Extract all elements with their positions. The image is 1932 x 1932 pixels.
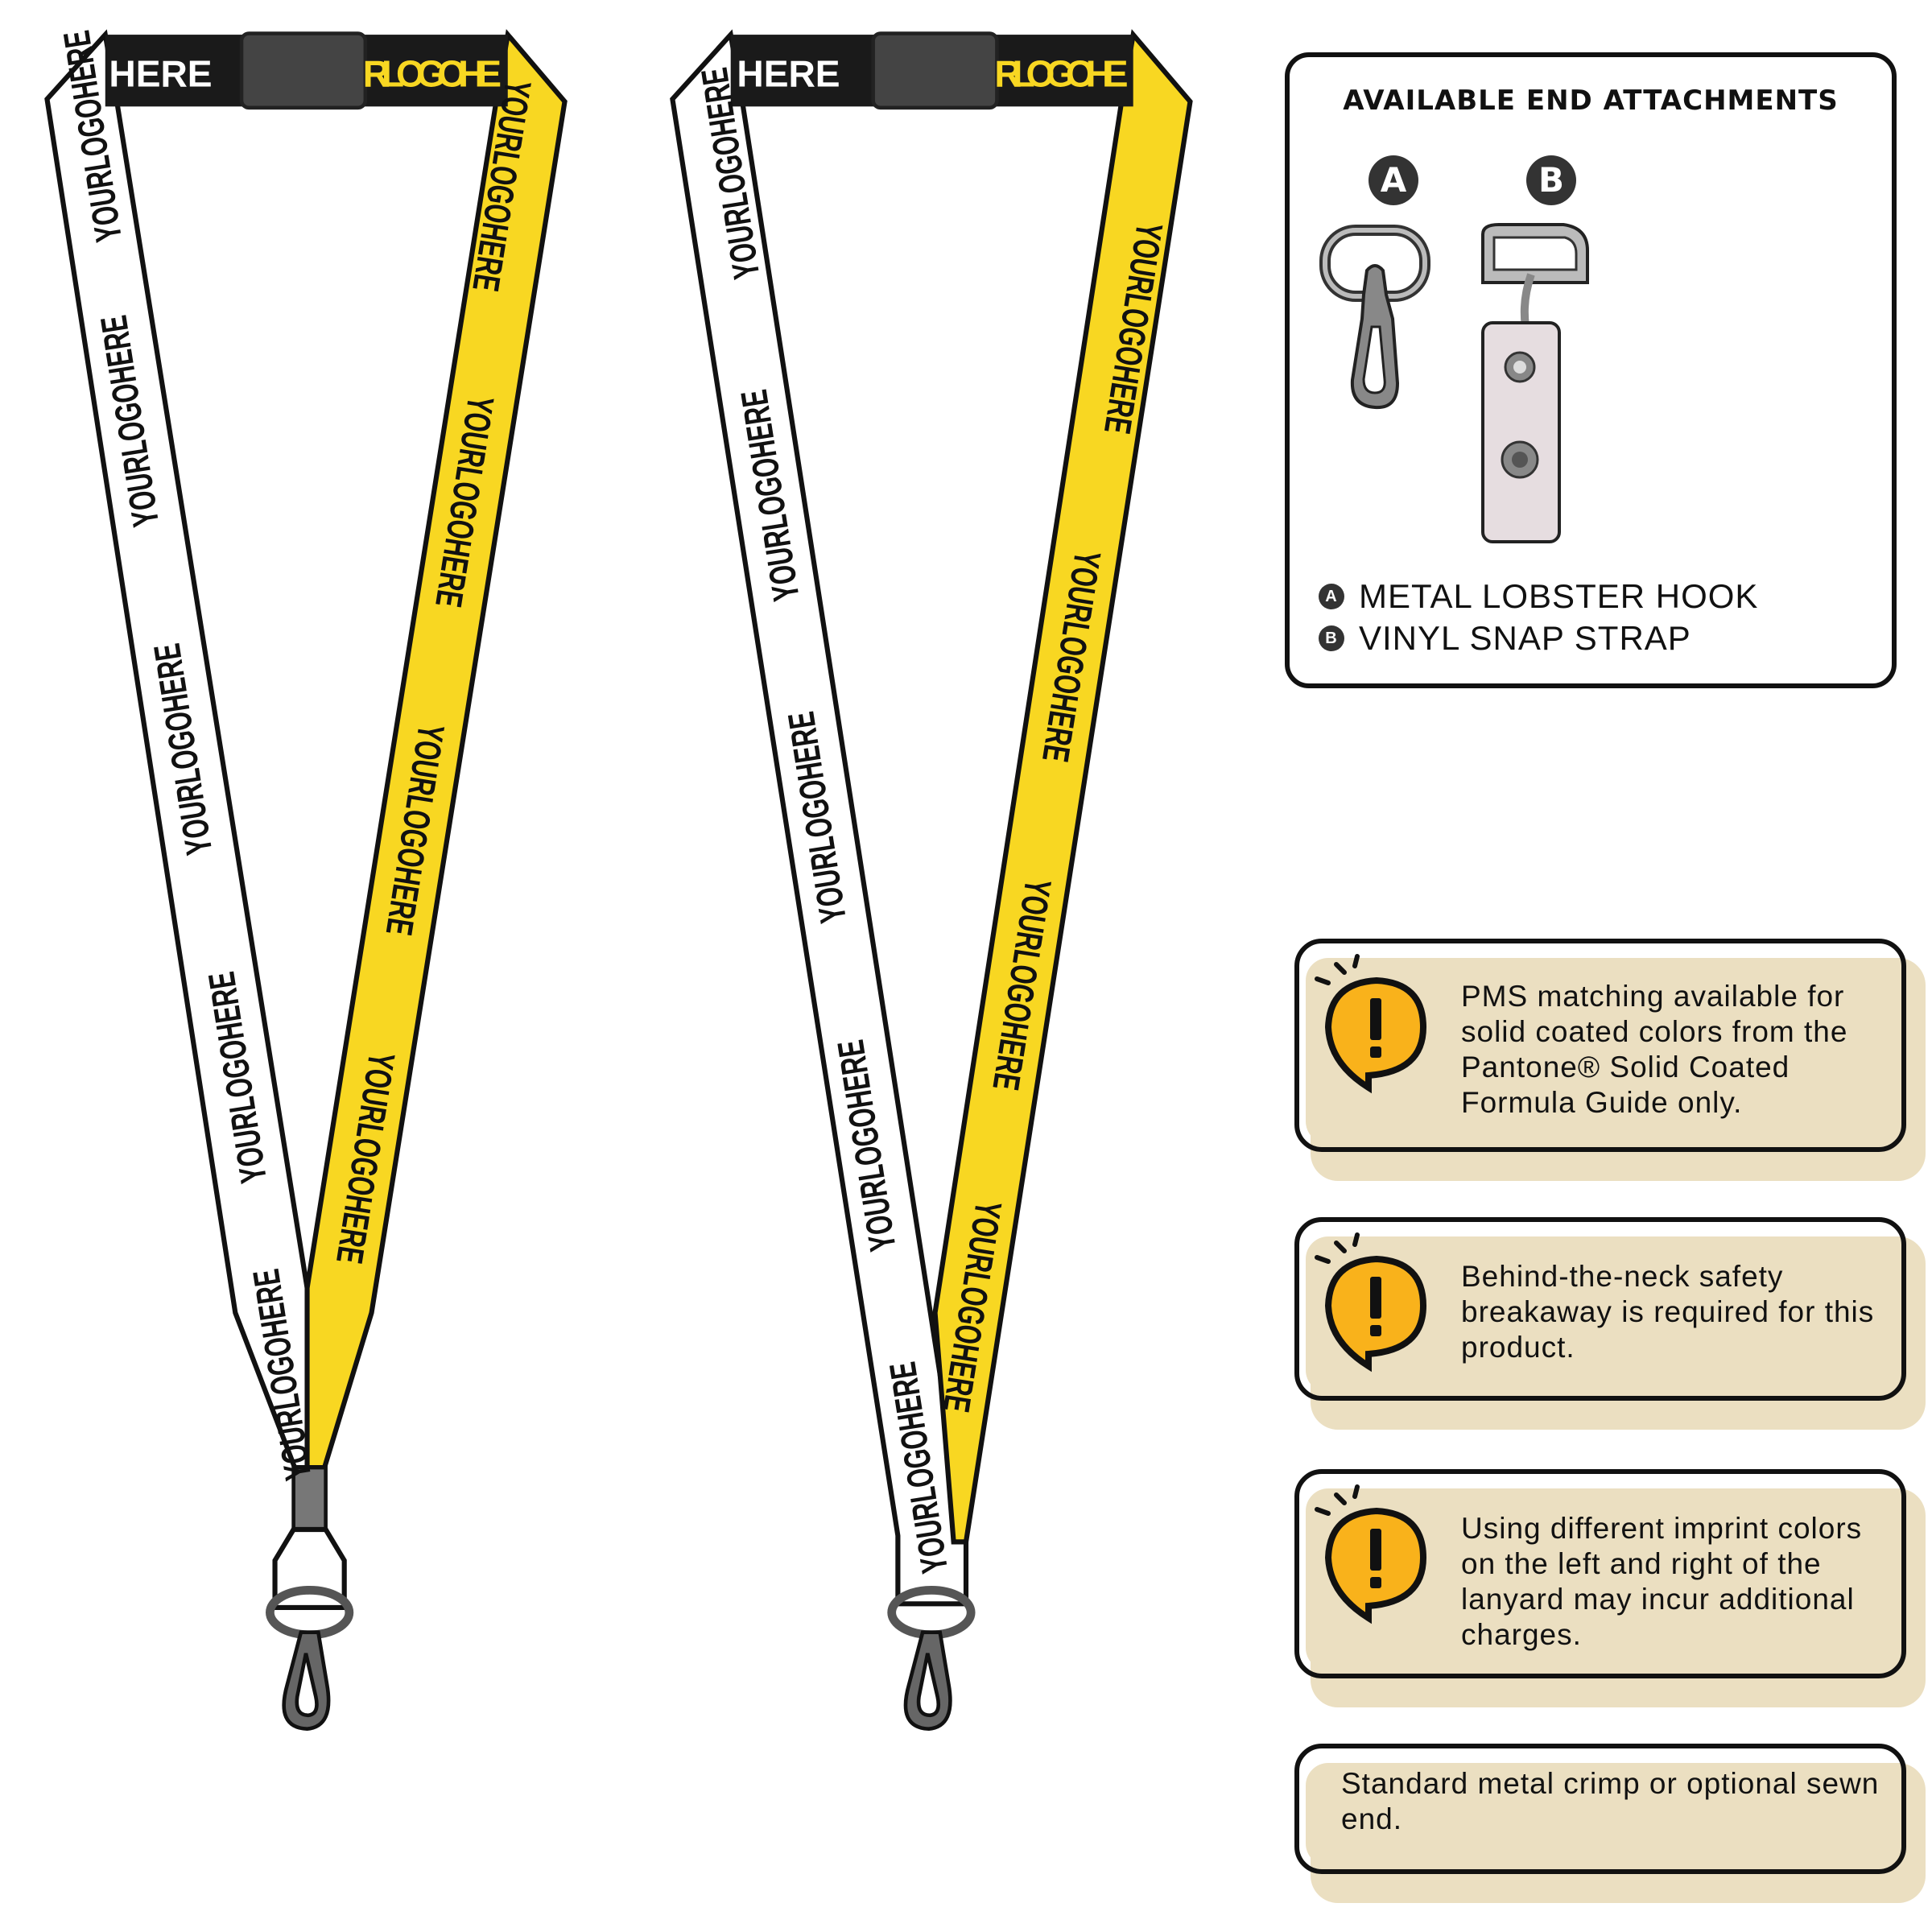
end-attachments-panel: AVAILABLE END ATTACHMENTS A B A METAL LO… <box>1285 52 1897 688</box>
note-breakaway: Behind-the-neck safety breakaway is requ… <box>1294 1217 1926 1430</box>
alert-bubble-icon <box>1311 1225 1439 1378</box>
note-text: PMS matching available for solid coated … <box>1461 980 1848 1119</box>
legend-label: VINYL SNAP STRAP <box>1359 619 1691 657</box>
badge-b-small: B <box>1319 625 1344 651</box>
lobster-hook-icon <box>903 1630 952 1732</box>
breakaway-clip[interactable] <box>239 31 368 110</box>
note-text: Using different imprint colors on the le… <box>1461 1512 1863 1651</box>
note-text: Standard metal crimp or optional sewn en… <box>1341 1767 1880 1835</box>
legend-label: METAL LOBSTER HOOK <box>1359 577 1759 615</box>
lobster-hook-icon <box>282 1630 331 1732</box>
lanyard-crimp-end: HERE RLOGOHE <box>44 29 568 1732</box>
lanyard-sewn-end: HERE RLOGOHE <box>670 29 1193 1732</box>
note-end-finish: Standard metal crimp or optional sewn en… <box>1294 1744 1926 1903</box>
breakaway-clip[interactable] <box>871 31 999 110</box>
alert-bubble-icon <box>1311 947 1439 1100</box>
note-text: Behind-the-neck safety breakaway is requ… <box>1461 1260 1875 1364</box>
band-text-right: RLOGOHE <box>363 53 502 95</box>
band-text-right: RLOGOHE <box>994 53 1128 95</box>
vinyl-snap-strap-icon <box>1481 223 1589 543</box>
legend-item-b: B VINYL SNAP STRAP <box>1319 619 1691 658</box>
alert-bubble-icon <box>1311 1477 1439 1630</box>
band-text-left: HERE <box>737 53 840 95</box>
legend-item-a: A METAL LOBSTER HOOK <box>1319 577 1758 616</box>
note-pms-matching: PMS matching available for solid coated … <box>1294 939 1926 1181</box>
band-text-left: HERE <box>109 53 212 95</box>
lobster-hook-icon <box>1319 225 1430 410</box>
note-imprint-colors: Using different imprint colors on the le… <box>1294 1469 1926 1707</box>
badge-b: B <box>1526 155 1576 205</box>
panel-title: AVAILABLE END ATTACHMENTS <box>1343 85 1839 117</box>
badge-a: A <box>1368 155 1418 205</box>
white-strap <box>670 29 969 1607</box>
badge-a-small: A <box>1319 584 1344 609</box>
